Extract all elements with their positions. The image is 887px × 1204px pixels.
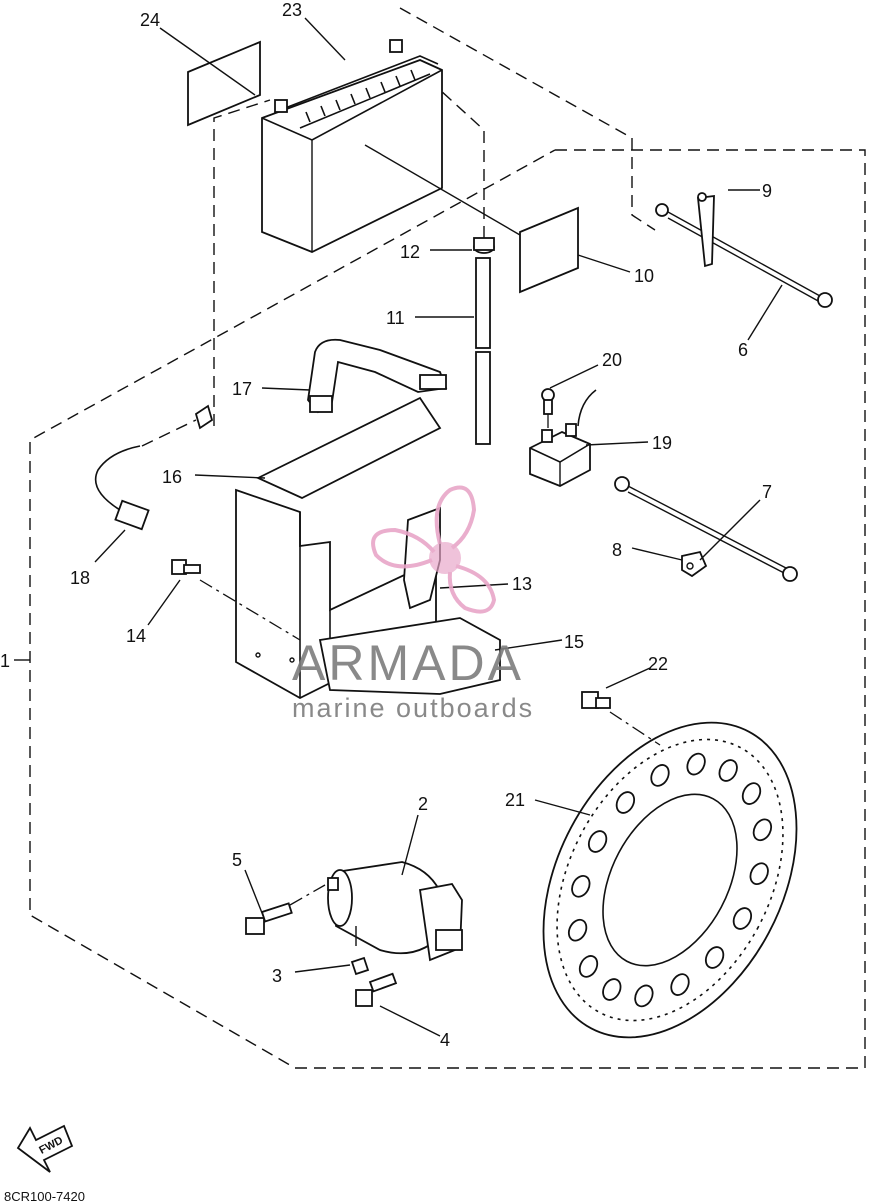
caution-label [364, 144, 579, 294]
part-label-17: 17 [232, 379, 252, 399]
nut-3 [350, 956, 370, 976]
gear-hole [634, 984, 654, 1008]
part-label-16: 16 [162, 467, 182, 487]
part-label-24: 24 [140, 10, 160, 30]
assembly-boundary [14, 149, 866, 1069]
part-label-4: 4 [440, 1030, 450, 1050]
part-label-19: 19 [652, 433, 672, 453]
gear-hole [752, 818, 773, 842]
gear-hole [686, 752, 706, 776]
part-label-5: 5 [232, 850, 242, 870]
negative-lead [399, 7, 833, 308]
part-labels: 1 2 3 4 5 6 7 8 9 10 11 12 13 14 15 16 1… [0, 0, 772, 1050]
part-label-12: 12 [400, 242, 420, 262]
ring-gear [542, 721, 798, 1039]
cable-clamp-9 [697, 192, 715, 268]
starter-relay [529, 389, 597, 487]
part-label-21: 21 [505, 790, 525, 810]
part-label-23: 23 [282, 0, 302, 20]
battery [261, 39, 443, 253]
propeller-logo-icon [371, 485, 497, 614]
sensor-lead [94, 99, 271, 531]
battery-cover [255, 396, 442, 499]
watermark: ARMADA marine outboards [292, 485, 534, 723]
cable-holder-8 [681, 550, 708, 578]
part-label-14: 14 [126, 626, 146, 646]
part-label-20: 20 [602, 350, 622, 370]
part-label-18: 18 [70, 568, 90, 588]
part-label-11: 11 [386, 308, 405, 328]
part-label-8: 8 [612, 540, 622, 560]
gear-hole [732, 907, 753, 930]
watermark-brand: ARMADA [292, 635, 524, 691]
gear-hole [602, 978, 622, 1001]
gear-hole [704, 946, 725, 969]
part-label-2: 2 [418, 794, 428, 814]
gear-hole [718, 759, 738, 782]
breather-hose [439, 89, 495, 445]
part-label-7: 7 [762, 482, 772, 502]
part-label-1: 1 [0, 651, 10, 671]
gear-hole [587, 830, 608, 853]
part-label-9: 9 [762, 181, 772, 201]
fwd-arrow: FWD [16, 1124, 74, 1173]
damper-plate [318, 617, 501, 695]
bolt-14 [171, 559, 301, 641]
gear-hole [571, 874, 591, 898]
gear-hole [670, 973, 690, 996]
part-label-3: 3 [272, 966, 282, 986]
watermark-tagline: marine outboards [292, 693, 534, 723]
gear-holes [567, 752, 773, 1008]
screw-5 [245, 884, 326, 935]
gear-hole [578, 955, 599, 978]
bolt-22 [581, 691, 661, 746]
drawing-code: 8CR100-7420 [4, 1189, 85, 1204]
gear-hole [615, 791, 636, 814]
gear-hole [650, 764, 670, 787]
positive-lead [614, 476, 798, 582]
battery-band [307, 338, 448, 414]
part-label-6: 6 [738, 340, 748, 360]
gear-hole [567, 918, 588, 942]
part-label-22: 22 [648, 654, 668, 674]
battery-label [187, 40, 261, 127]
bolt-4 [355, 972, 398, 1007]
relay-screw [541, 388, 555, 430]
part-label-13: 13 [512, 574, 532, 594]
part-label-10: 10 [634, 266, 654, 286]
part-label-15: 15 [564, 632, 584, 652]
starter-motor [327, 861, 463, 962]
gear-hole [749, 862, 769, 886]
gear-hole [741, 782, 762, 805]
